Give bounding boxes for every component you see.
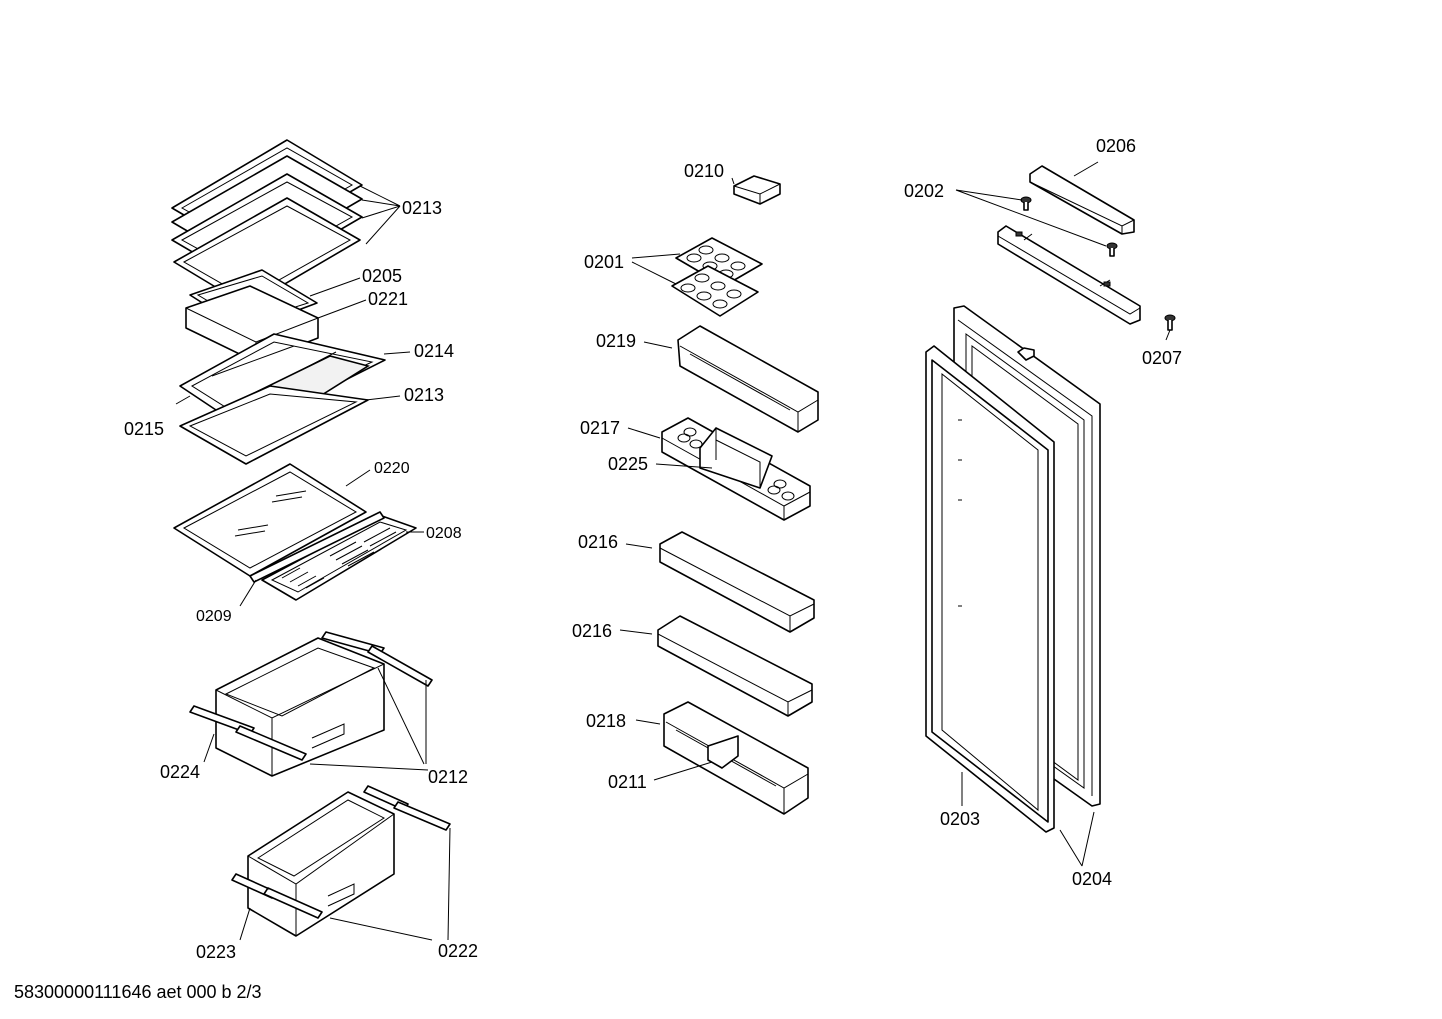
label-0211: 0211 [608, 772, 647, 792]
label-0221: 0221 [368, 289, 408, 309]
screw-lower [1164, 314, 1176, 331]
label-0217: 0217 [580, 418, 620, 438]
screw-upper [1020, 196, 1032, 211]
door-bin-0216-lower [657, 615, 813, 717]
label-0205: 0205 [362, 266, 402, 286]
label-0213-top: 0213 [402, 198, 442, 218]
label-0214: 0214 [414, 341, 454, 361]
door-bin-0219 [677, 325, 819, 433]
callout-labels: 0213 0205 0221 0214 0213 0215 0220 0208 … [124, 136, 1182, 962]
label-0213-lower: 0213 [404, 385, 444, 405]
footer-document-code: 58300000111646 aet 000 b 2/3 [14, 982, 262, 1002]
door-bin-0216-upper [659, 531, 815, 633]
butter-box [733, 175, 781, 205]
ventilation-grille [249, 511, 417, 601]
leader-lines [175, 161, 1171, 941]
label-0201: 0201 [584, 252, 624, 272]
large-glass-shelf [173, 463, 367, 577]
label-0224: 0224 [160, 762, 200, 782]
label-0204: 0204 [1072, 869, 1112, 889]
label-0218: 0218 [586, 711, 626, 731]
label-0212: 0212 [428, 767, 468, 787]
label-0202: 0202 [904, 181, 944, 201]
screw-middle [1106, 242, 1118, 257]
label-0203: 0203 [940, 809, 980, 829]
label-0216-upper: 0216 [578, 532, 618, 552]
label-0208: 0208 [426, 525, 462, 542]
hinge-cover [1029, 165, 1135, 235]
label-0225: 0225 [608, 454, 648, 474]
label-0209: 0209 [196, 608, 232, 625]
label-0216-lower: 0216 [572, 621, 612, 641]
split-shelf [179, 333, 386, 465]
upper-drawer-rails [189, 631, 433, 761]
label-0215: 0215 [124, 419, 164, 439]
lower-drawer-rails [231, 785, 451, 919]
hinge-bracket [997, 225, 1141, 325]
label-0220: 0220 [374, 460, 410, 477]
label-0223: 0223 [196, 942, 236, 962]
bottle-divider [707, 735, 739, 769]
label-0206: 0206 [1096, 136, 1136, 156]
label-0219: 0219 [596, 331, 636, 351]
label-0207: 0207 [1142, 348, 1182, 368]
label-0210: 0210 [684, 161, 724, 181]
label-0222: 0222 [438, 941, 478, 961]
door-seal [925, 345, 1055, 833]
egg-trays [671, 237, 763, 317]
egg-bin-cover [699, 427, 773, 489]
